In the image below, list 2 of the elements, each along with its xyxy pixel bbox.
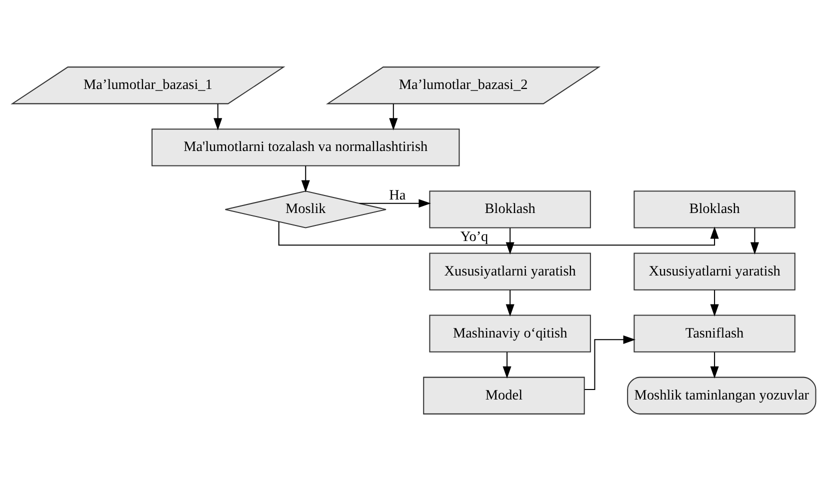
edge-label: Ha bbox=[389, 188, 406, 204]
edge-label: Yo’q bbox=[460, 229, 488, 246]
